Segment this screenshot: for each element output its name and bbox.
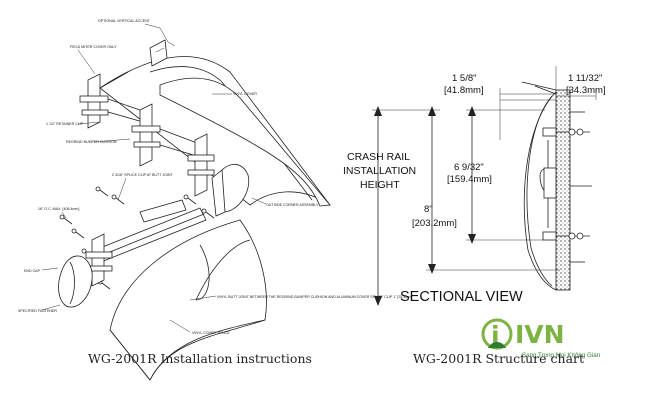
- callout-vinyl-cover: VINYL COVER: [233, 92, 257, 96]
- logo-tagline: Sang Trọng Mọi Không Gian: [522, 352, 601, 359]
- callout-field-miter: FIELD MITER COVER ONLY: [70, 45, 117, 49]
- callout-butt-joint: VINYL BUTT JOINT BETWEEN THE REGRIND BUM…: [217, 295, 412, 299]
- callout-outside-corner: OUTSIDE CORNER ASSEMBLY: [266, 203, 319, 207]
- wall-section: [555, 89, 571, 291]
- dim-top-left-mm: [41.8mm]: [444, 85, 484, 96]
- dim-top-left: 1 5/8": [452, 73, 477, 84]
- dim-total: 8": [424, 204, 433, 215]
- dim-total-mm: [203.2mm]: [412, 218, 457, 229]
- anchor-icons: [556, 111, 592, 263]
- caption-installation: WG-2001R Installation instructions: [88, 351, 312, 366]
- logo-mark: i: [491, 321, 500, 350]
- callout-end-cap: END CAP: [24, 269, 41, 273]
- crash-rail-line-2: INSTALLATION: [343, 165, 416, 177]
- dim-mid-mm: [159.4mm]: [447, 174, 492, 185]
- callout-bumper-cushion: REGRIND BUMPER CUSHION: [66, 140, 117, 144]
- crash-rail-line-3: HEIGHT: [360, 179, 400, 191]
- section-title: SECTIONAL VIEW: [400, 289, 523, 305]
- ivn-logo: i IVN Sang Trọng Mọi Không Gian: [481, 318, 601, 359]
- callout-oc-max: 16" O.C. MAX. [406.4mm]: [38, 207, 79, 211]
- caption-structure: WG-2001R Structure chart: [413, 351, 585, 366]
- callout-splice-clip: 2 3/16" SPLICE CLIP AT BUTT JOINT: [112, 173, 174, 177]
- callout-cover-splice: VINYL COVER SPLICE: [192, 331, 230, 335]
- crash-rail-line-1: CRASH RAIL: [347, 151, 410, 163]
- callout-retainer-clip: 1 1/2" RETAINER CLIP: [46, 122, 84, 126]
- dim-top-right: 1 11/32": [568, 73, 602, 84]
- callout-optional-vertical-accent: OPTIONAL VERTICAL ACCENT: [98, 19, 151, 23]
- logo-brand: IVN: [515, 320, 565, 349]
- callout-specified-fastener: SPECIFIED FASTENER: [18, 309, 57, 313]
- dim-top-right-mm: [34.3mm]: [566, 85, 606, 96]
- dim-mid: 6 9/32": [454, 162, 484, 173]
